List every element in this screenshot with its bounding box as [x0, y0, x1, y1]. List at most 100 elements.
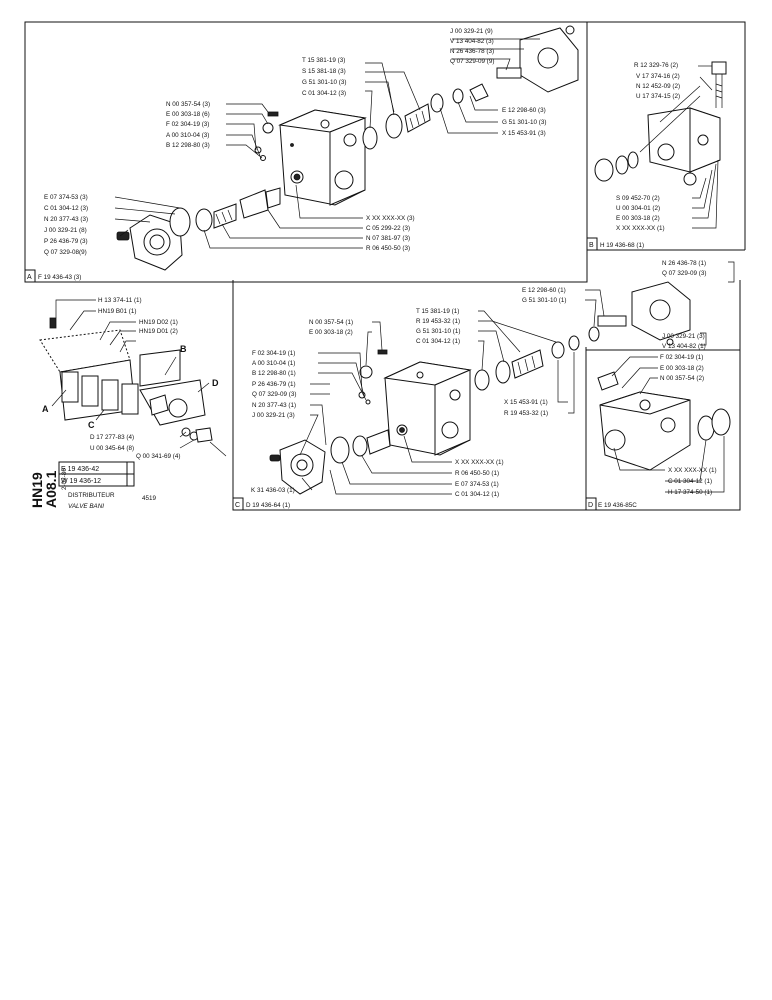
part-label: S 15 381-18 (3)	[302, 68, 346, 75]
sheet-subtitle: VALVE BANI	[68, 503, 104, 510]
part-label: Q 07 329-09 (9)	[450, 58, 494, 65]
part-label: S 09 452-70 (2)	[616, 195, 660, 202]
panel-frames	[24, 21, 746, 511]
panel-d-tag: D E 19 436-85C	[585, 497, 637, 511]
part-label: V 13 404-82 (3)	[450, 38, 494, 45]
ref-number: E 19 436-42	[61, 466, 99, 473]
part-label: E 07 374-53 (3)	[44, 194, 88, 201]
part-label: T 15 381-19 (3)	[302, 57, 345, 64]
part-label: Q 07 329-09 (3)	[252, 391, 296, 398]
part-label: B 12 298-80 (3)	[166, 142, 210, 149]
part-label: P 26 436-79 (3)	[44, 238, 88, 245]
upper-chain-c	[474, 315, 627, 391]
seal-stack-b	[594, 151, 639, 182]
part-label: B 12 298-80 (1)	[252, 370, 296, 377]
page-number: 4519	[142, 495, 157, 502]
part-label: C 01 304-12 (3)	[44, 205, 88, 212]
part-label: HN19 B01 (1)	[98, 308, 137, 315]
valve-body-d	[597, 371, 691, 471]
leaders-d	[611, 356, 725, 493]
panel-ref: D 19 436-64 (1)	[246, 502, 290, 509]
part-label: U 00 304-01 (2)	[616, 205, 660, 212]
labels-b: R 12 329-76 (2) V 17 374-16 (2) N 12 452…	[616, 62, 680, 232]
flange-c	[631, 281, 691, 346]
panel-letter: B	[589, 242, 594, 249]
labels-assembly: H 13 374-11 (1) HN19 B01 (1) HN19 D02 (1…	[42, 297, 219, 460]
ref-number: W 19 436-12	[61, 478, 101, 485]
assembly-letter: A	[42, 404, 49, 414]
part-label: J 00 329-21 (3)	[662, 333, 705, 340]
part-label: C 01 304-12 (1)	[668, 478, 712, 485]
part-label: T 15 381-19 (1)	[416, 308, 459, 315]
valve-body-c	[383, 361, 472, 456]
part-label: C 05 299-22 (3)	[366, 225, 410, 232]
part-label: N 26 436-78 (3)	[450, 48, 494, 55]
part-label: Q 07 329-08(9)	[44, 249, 87, 256]
assembly-overview: H 13 374-11 (1) HN19 B01 (1) HN19 D02 (1…	[39, 297, 227, 460]
part-label: F 02 304-19 (1)	[660, 354, 703, 361]
part-label: N 00 357-54 (1)	[309, 319, 353, 326]
part-label: C 01 304-12 (1)	[416, 338, 460, 345]
panel-a-tag: A F 19 436-43 (3)	[24, 269, 81, 283]
part-label: N 07 381-97 (3)	[366, 235, 410, 242]
part-label: HN19 D02 (1)	[139, 319, 178, 326]
part-label: G 51 301-10 (3)	[302, 79, 346, 86]
part-label: V 13 404-82 (1)	[662, 343, 706, 350]
leaders-b	[639, 65, 719, 229]
part-label: X XX XXX-XX (1)	[455, 459, 504, 466]
part-label: Q 07 329-09 (3)	[662, 270, 706, 277]
spool-parts-a	[169, 187, 281, 237]
part-label: A 00 310-04 (1)	[252, 360, 295, 367]
valve-body-b	[647, 107, 721, 186]
part-label: J 00 329-21 (3)	[252, 412, 295, 419]
part-label: C 01 304-12 (3)	[302, 90, 346, 97]
part-label: K 31 436-03 (1)	[251, 487, 295, 494]
part-label: N 00 357-54 (3)	[166, 101, 210, 108]
part-label: N 20 377-43 (1)	[252, 402, 296, 409]
part-label: J 00 329-21 (8)	[44, 227, 87, 234]
part-label: F 02 304-19 (1)	[252, 350, 295, 357]
panel-a: J 00 329-21 (9) V 13 404-82 (3) N 26 436…	[24, 25, 579, 283]
labels-a: J 00 329-21 (9) V 13 404-82 (3) N 26 436…	[44, 28, 546, 256]
plug-d	[697, 408, 731, 441]
part-label: N 20 377-43 (3)	[44, 216, 88, 223]
sheet-date: 2-02-86	[61, 468, 68, 490]
part-label: E 12 298-60 (1)	[522, 287, 566, 294]
panel-letter: C	[235, 502, 240, 509]
assembly-letter: C	[88, 420, 95, 430]
panel-c: N 00 357-54 (1) E 00 303-18 (2) F 02 304…	[232, 260, 735, 511]
part-label: Q 00 341-69 (4)	[136, 453, 180, 460]
part-label: N 00 357-54 (2)	[660, 375, 704, 382]
cover-plate-a	[116, 214, 183, 271]
panel-letter: D	[588, 502, 593, 509]
part-label: R 06 450-50 (3)	[366, 245, 410, 252]
section-code: A08.1	[43, 470, 59, 508]
part-label: R 06 450-50 (1)	[455, 470, 499, 477]
panel-ref: E 19 436-85C	[598, 502, 637, 509]
part-label: E 00 303-18 (6)	[166, 111, 210, 118]
assembly-letter: D	[212, 378, 219, 388]
upper-chain-a	[362, 83, 489, 150]
leaders-assembly	[51, 299, 227, 457]
valve-body-a	[278, 109, 367, 206]
assembly-letter: B	[180, 344, 187, 354]
part-label: H 13 374-11 (1)	[98, 297, 142, 304]
assembly-body	[39, 317, 206, 426]
part-label: X XX XXX-XX (3)	[366, 215, 415, 222]
flange-a	[496, 25, 579, 93]
part-label: V 17 374-16 (2)	[636, 73, 680, 80]
part-label: G 51 301-10 (1)	[522, 297, 566, 304]
part-label: X 15 453-91 (1)	[504, 399, 548, 406]
part-label: G 51 301-10 (1)	[416, 328, 460, 335]
part-label: R 19 453-32 (1)	[504, 410, 548, 417]
part-label: H 17 374-50 (1)	[668, 489, 712, 496]
small-pins-a	[254, 111, 279, 161]
panel-letter: A	[27, 274, 32, 281]
part-label: P 26 436-79 (1)	[252, 381, 296, 388]
panel-ref: H 19 436-68 (1)	[600, 242, 644, 249]
labels-c-right: N 26 436-78 (1) Q 07 329-09 (3) J 00 329…	[662, 260, 735, 350]
part-label: X XX XXX-XX (1)	[616, 225, 665, 232]
part-label: U 17 374-15 (2)	[636, 93, 680, 100]
part-label: N 12 452-09 (2)	[636, 83, 680, 90]
labels-d: F 02 304-19 (1) E 00 303-18 (2) N 00 357…	[660, 354, 717, 496]
